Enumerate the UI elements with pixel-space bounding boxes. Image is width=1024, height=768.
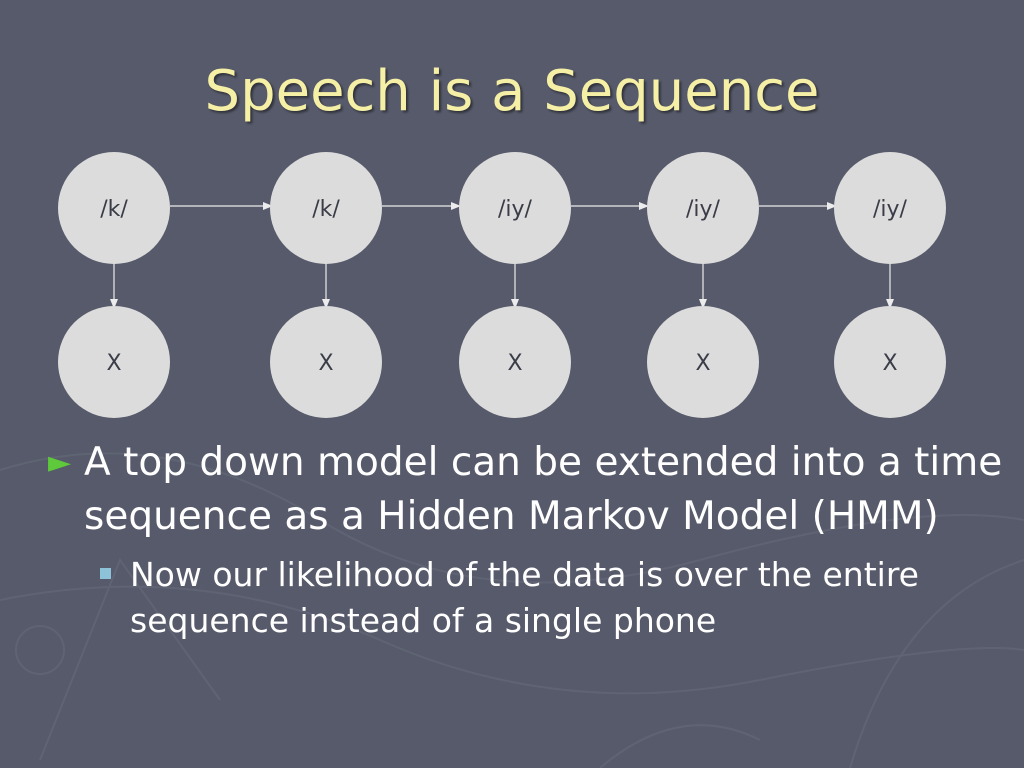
slide-title: Speech is a Sequence bbox=[204, 59, 820, 124]
state-label-3: /iy/ bbox=[498, 197, 533, 222]
state-label-2: /k/ bbox=[312, 197, 340, 222]
square-bullet-icon bbox=[100, 568, 111, 579]
state-node-2: /k/ bbox=[270, 152, 382, 264]
observation-node-2: X bbox=[270, 306, 382, 418]
bullet-level2-text: Now our likelihood of the data is over t… bbox=[130, 555, 919, 640]
state-node-3: /iy/ bbox=[459, 152, 571, 264]
bullet-level1: ► A top down model can be extended into … bbox=[44, 436, 1004, 544]
observation-node-1: X bbox=[58, 306, 170, 418]
state-label-4: /iy/ bbox=[686, 197, 721, 222]
state-label-1: /k/ bbox=[100, 197, 128, 222]
state-node-1: /k/ bbox=[58, 152, 170, 264]
bullet-level1-text: A top down model can be extended into a … bbox=[84, 440, 1003, 539]
observation-node-4: X bbox=[647, 306, 759, 418]
observation-node-3: X bbox=[459, 306, 571, 418]
observation-node-5: X bbox=[834, 306, 946, 418]
state-node-5: /iy/ bbox=[834, 152, 946, 264]
observation-label-4: X bbox=[695, 351, 710, 376]
state-label-5: /iy/ bbox=[873, 197, 908, 222]
bullet-list: ► A top down model can be extended into … bbox=[44, 436, 1004, 644]
triangle-bullet-icon: ► bbox=[48, 445, 72, 480]
observation-label-3: X bbox=[507, 351, 522, 376]
observation-label-2: X bbox=[318, 351, 333, 376]
state-node-4: /iy/ bbox=[647, 152, 759, 264]
observation-label-1: X bbox=[106, 351, 121, 376]
bullet-level2: Now our likelihood of the data is over t… bbox=[44, 552, 1004, 644]
observation-label-5: X bbox=[882, 351, 897, 376]
